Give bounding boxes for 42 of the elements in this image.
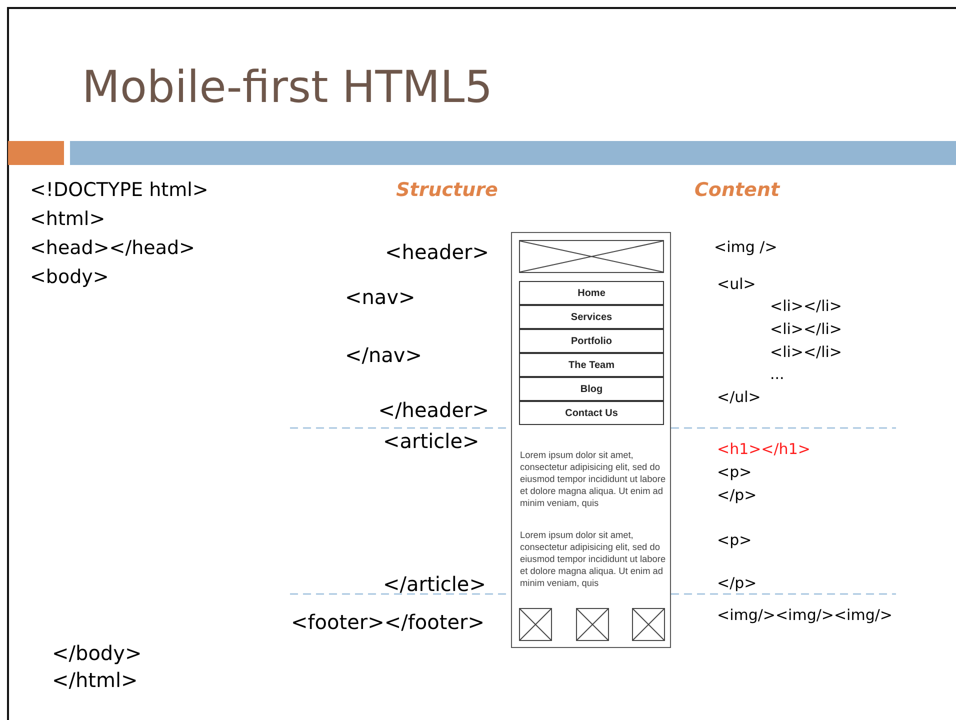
code-tag: <li></li> bbox=[770, 345, 842, 360]
code-tag: <h1></h1> bbox=[717, 442, 810, 457]
code-tag: <article> bbox=[383, 431, 480, 451]
code-tag: </html> bbox=[52, 670, 138, 690]
code-tag: <img /> bbox=[714, 240, 778, 255]
column-heading: Structure bbox=[396, 181, 498, 200]
image-placeholder bbox=[519, 608, 552, 641]
menu-item: Services bbox=[519, 305, 664, 329]
image-placeholder bbox=[632, 608, 665, 641]
code-tag: <p> bbox=[717, 465, 752, 480]
phone-wireframe bbox=[511, 232, 671, 648]
menu-item: Contact Us bbox=[519, 401, 664, 425]
placeholder-text: Lorem ipsum dolor sit amet, consectetur adipisicing elit, sed do eiusmod tempor incididunt ut labore et dolore magna aliqua. Ut enim ad minim veniam, quis bbox=[520, 529, 666, 589]
menu-item: Blog bbox=[519, 377, 664, 401]
menu-item: Home bbox=[519, 281, 664, 305]
column-heading: Content bbox=[694, 181, 780, 200]
placeholder-text: Lorem ipsum dolor sit amet, consectetur adipisicing elit, sed do eiusmod tempor incididunt ut labore et dolore magna aliqua. Ut enim ad minim veniam, quis bbox=[520, 449, 666, 509]
code-tag: <header> bbox=[385, 242, 489, 262]
image-placeholder bbox=[576, 608, 609, 641]
code-tag: ... bbox=[770, 367, 784, 382]
code-tag: <p> bbox=[717, 533, 752, 548]
code-tag: <head></head> bbox=[30, 239, 195, 258]
menu-item: The Team bbox=[519, 353, 664, 377]
code-tag: </p> bbox=[717, 576, 757, 591]
code-tag: <html> bbox=[30, 210, 106, 229]
code-tag: <!DOCTYPE html> bbox=[30, 181, 208, 200]
code-tag: </header> bbox=[378, 400, 489, 420]
code-tag: </body> bbox=[52, 643, 142, 663]
code-tag: <li></li> bbox=[770, 299, 842, 314]
code-tag: </p> bbox=[717, 488, 757, 503]
code-tag: </article> bbox=[383, 574, 486, 594]
code-tag: <nav> bbox=[345, 287, 416, 307]
code-tag: <footer></footer> bbox=[291, 612, 485, 632]
code-tag: </ul> bbox=[717, 390, 761, 405]
code-tag: </nav> bbox=[345, 345, 422, 365]
code-tag: <body> bbox=[30, 268, 109, 287]
menu-item: Portfolio bbox=[519, 329, 664, 353]
code-tag: <li></li> bbox=[770, 322, 842, 337]
image-placeholder bbox=[519, 240, 664, 273]
slide-title: Mobile-first HTML5 bbox=[82, 66, 493, 110]
code-tag: <ul> bbox=[717, 277, 756, 292]
code-tag: <img/><img/><img/> bbox=[717, 608, 892, 623]
